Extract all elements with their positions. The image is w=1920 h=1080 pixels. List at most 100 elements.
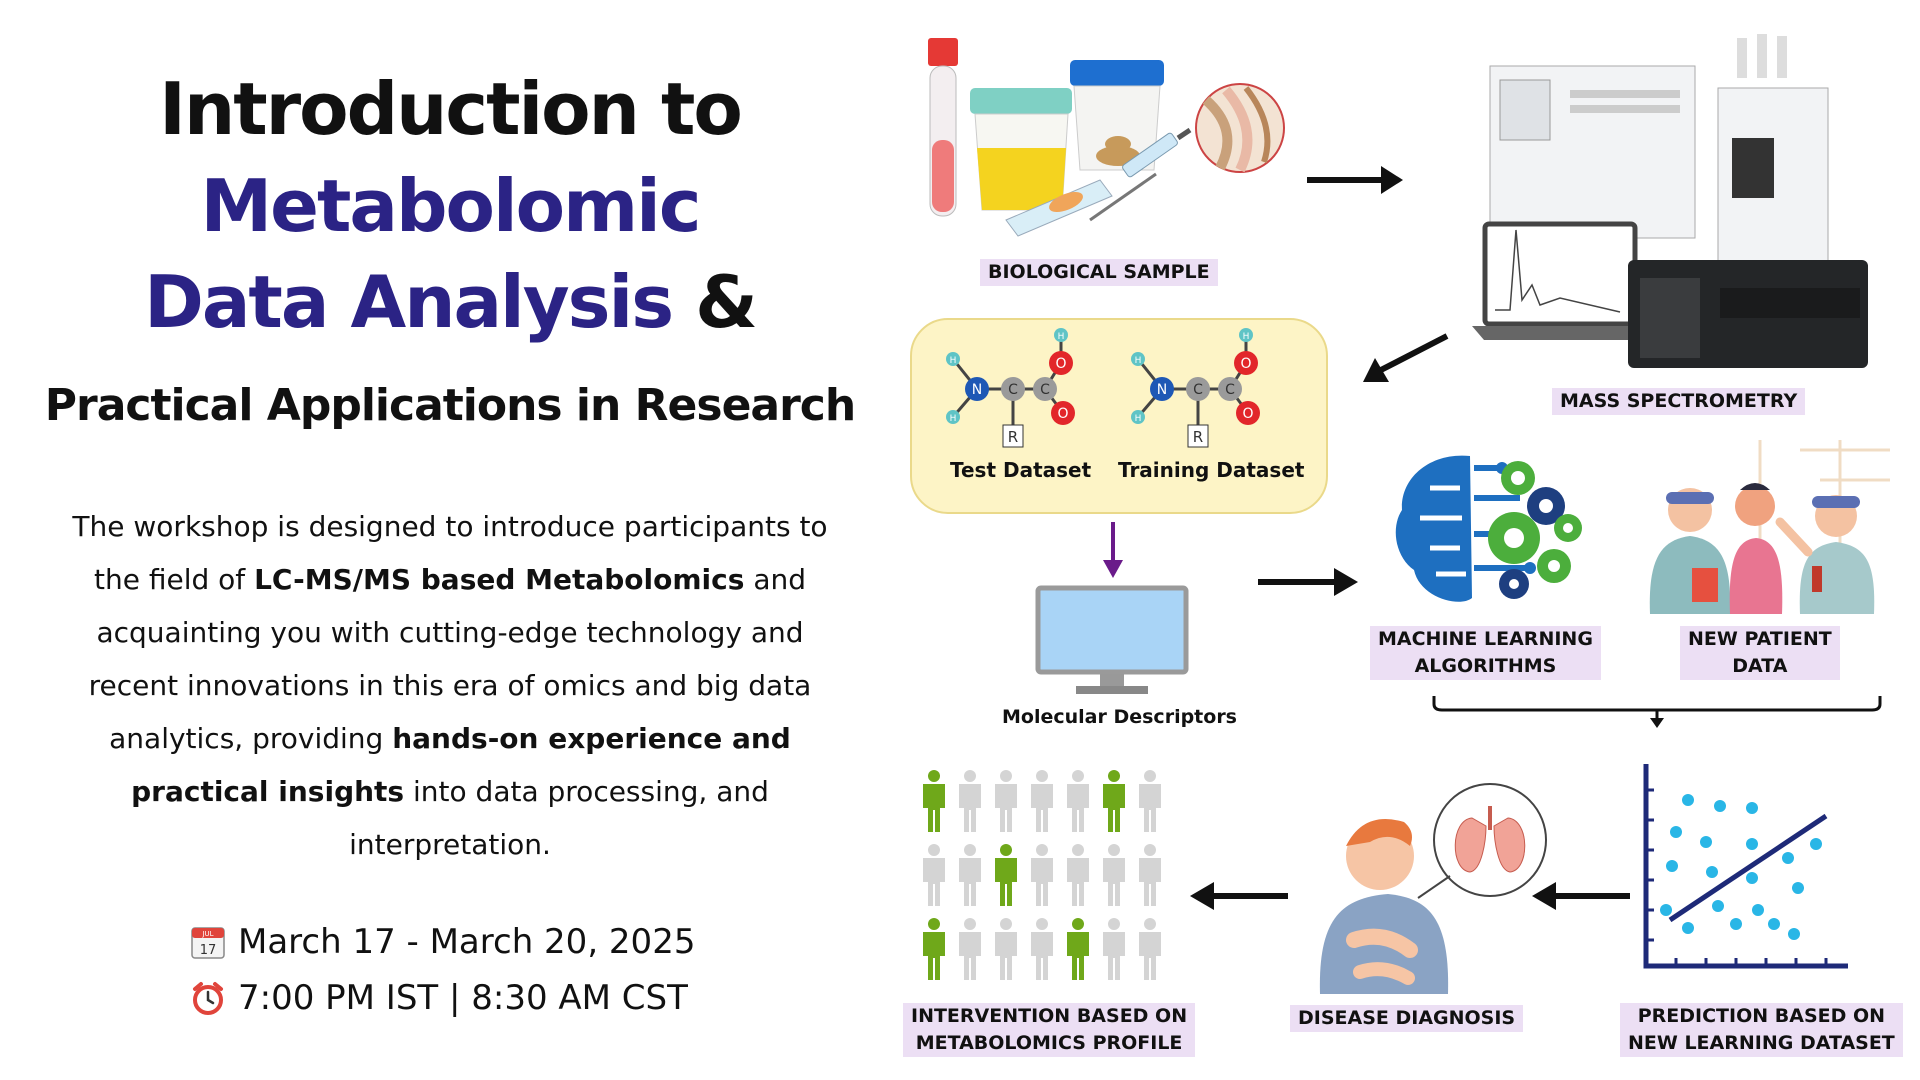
atom-h3: H bbox=[1243, 332, 1250, 342]
label-prediction: PREDICTION BASED ON NEW LEARNING DATASET bbox=[1620, 1003, 1903, 1057]
brain-gears-icon bbox=[1395, 455, 1582, 602]
title-ampersand: & bbox=[695, 260, 758, 344]
doctor-patient-icon bbox=[1649, 440, 1890, 614]
person bbox=[1139, 770, 1161, 832]
person-highlighted bbox=[923, 918, 945, 980]
desc-text-2: and acquainting you with cutting-edge te… bbox=[88, 563, 812, 755]
atom-o2: O bbox=[1057, 406, 1068, 422]
date-text: March 17 - March 20, 2025 bbox=[238, 922, 696, 962]
person bbox=[1067, 844, 1089, 906]
person bbox=[959, 844, 981, 906]
date-row: JUL 17 March 17 - March 20, 2025 bbox=[190, 922, 695, 962]
person bbox=[959, 918, 981, 980]
person bbox=[1103, 918, 1125, 980]
title-line-3-main: Data Analysis bbox=[144, 260, 674, 344]
arrow-right-2 bbox=[1258, 568, 1358, 596]
atom-h2: H bbox=[1135, 414, 1142, 424]
label-biological-sample: BIOLOGICAL SAMPLE bbox=[980, 259, 1218, 286]
person bbox=[923, 844, 945, 906]
description: The workshop is designed to introduce pa… bbox=[65, 500, 835, 871]
person bbox=[1139, 918, 1161, 980]
person-highlighted bbox=[995, 844, 1017, 906]
laptop-spectrum-icon bbox=[1472, 221, 1648, 340]
stool-cup-icon bbox=[1070, 60, 1164, 171]
molecule-training-icon: N C C O O R H H H bbox=[1131, 328, 1260, 448]
time-row: 7:00 PM IST | 8:30 AM CST bbox=[190, 978, 688, 1018]
title-block: Introduction to Metabolomic Data Analysi… bbox=[20, 60, 880, 350]
calendar-icon-month: JUL bbox=[201, 930, 213, 938]
person bbox=[1139, 844, 1161, 906]
label-molecular-descriptors: Molecular Descriptors bbox=[1002, 706, 1237, 728]
atom-r: R bbox=[1193, 428, 1203, 446]
desc-bold-1: LC-MS/MS based Metabolomics bbox=[254, 563, 745, 596]
tissue-magnifier-icon bbox=[1195, 83, 1285, 173]
label-ml-line-1: MACHINE LEARNING bbox=[1378, 628, 1593, 650]
label-training-dataset: Training Dataset bbox=[1118, 458, 1305, 482]
alarm-clock-icon bbox=[193, 982, 223, 1015]
person-highlighted bbox=[923, 770, 945, 832]
merge-bracket bbox=[1432, 696, 1882, 728]
desc-bold-2: hands-on experience and practical insigh… bbox=[131, 722, 791, 808]
label-ml-algorithms: MACHINE LEARNING ALGORITHMS bbox=[1370, 626, 1601, 680]
label-prediction-line-1: PREDICTION BASED ON bbox=[1637, 1005, 1886, 1027]
people-grid-icon bbox=[923, 770, 1161, 980]
arrow-diagonal bbox=[1363, 333, 1449, 382]
desc-text-3: into data processing, and interpretation… bbox=[349, 775, 769, 861]
label-mass-spectrometry: MASS SPECTROMETRY bbox=[1552, 388, 1806, 415]
atom-c1: C bbox=[1193, 382, 1203, 398]
atom-n: N bbox=[972, 382, 982, 398]
label-test-dataset: Test Dataset bbox=[950, 458, 1092, 482]
person bbox=[1067, 770, 1089, 832]
calendar-icon: JUL 17 bbox=[191, 927, 225, 959]
label-intervention: INTERVENTION BASED ON METABOLOMICS PROFI… bbox=[903, 1003, 1196, 1057]
label-disease-diagnosis: DISEASE DIAGNOSIS bbox=[1290, 1005, 1524, 1032]
label-patient-line-2: DATA bbox=[1732, 655, 1788, 677]
syringe-icon bbox=[1089, 127, 1192, 222]
atom-o1: O bbox=[1055, 356, 1066, 372]
urine-cup-icon bbox=[970, 88, 1072, 211]
label-intervention-line-2: METABOLOMICS PROFILE bbox=[915, 1032, 1183, 1054]
atom-h2: H bbox=[950, 414, 957, 424]
atom-h3: H bbox=[1058, 332, 1065, 342]
person bbox=[959, 770, 981, 832]
label-patient-line-1: NEW PATIENT bbox=[1688, 628, 1832, 650]
title-line-2: Metabolomic bbox=[200, 164, 701, 248]
sick-person-icon bbox=[1319, 783, 1547, 994]
label-intervention-line-1: INTERVENTION BASED ON bbox=[911, 1005, 1188, 1027]
arrow-left-2 bbox=[1190, 882, 1288, 910]
title-line-1: Introduction to bbox=[159, 67, 743, 151]
atom-h1: H bbox=[950, 356, 957, 366]
atom-c1: C bbox=[1008, 382, 1018, 398]
label-ml-line-2: ALGORITHMS bbox=[1414, 655, 1557, 677]
label-prediction-line-2: NEW LEARNING DATASET bbox=[1628, 1032, 1895, 1054]
atom-h1: H bbox=[1135, 356, 1142, 366]
tissue-slide-icon bbox=[1005, 179, 1113, 237]
blood-tube-icon bbox=[928, 38, 958, 217]
calendar-icon-day: 17 bbox=[200, 943, 217, 958]
atom-c2: C bbox=[1040, 382, 1050, 398]
person bbox=[1103, 844, 1125, 906]
atom-o1: O bbox=[1240, 356, 1251, 372]
arrow-right-1 bbox=[1307, 166, 1403, 194]
monitor-icon bbox=[1035, 585, 1189, 694]
time-text: 7:00 PM IST | 8:30 AM CST bbox=[238, 978, 688, 1018]
person-highlighted bbox=[1067, 918, 1089, 980]
atom-n: N bbox=[1157, 382, 1167, 398]
mass-spectrometer-icon bbox=[1472, 34, 1868, 368]
person bbox=[1031, 844, 1053, 906]
subtitle: Practical Applications in Research bbox=[44, 380, 856, 431]
person bbox=[995, 918, 1017, 980]
arrow-down-purple bbox=[1103, 522, 1123, 578]
person bbox=[1031, 770, 1053, 832]
molecule-test-icon: N C C O O R H H H bbox=[946, 328, 1075, 448]
atom-c2: C bbox=[1225, 382, 1235, 398]
label-new-patient-data: NEW PATIENT DATA bbox=[1680, 626, 1840, 680]
title-line-3: Data Analysis & bbox=[20, 254, 880, 350]
desc-text-1: The workshop is designed to introduce pa… bbox=[72, 510, 828, 596]
atom-r: R bbox=[1008, 428, 1018, 446]
biological-sample-illustration bbox=[928, 38, 1285, 237]
atom-o2: O bbox=[1242, 406, 1253, 422]
person bbox=[995, 770, 1017, 832]
arrow-left-1 bbox=[1532, 882, 1630, 910]
scatter-plot-icon bbox=[1643, 764, 1848, 969]
